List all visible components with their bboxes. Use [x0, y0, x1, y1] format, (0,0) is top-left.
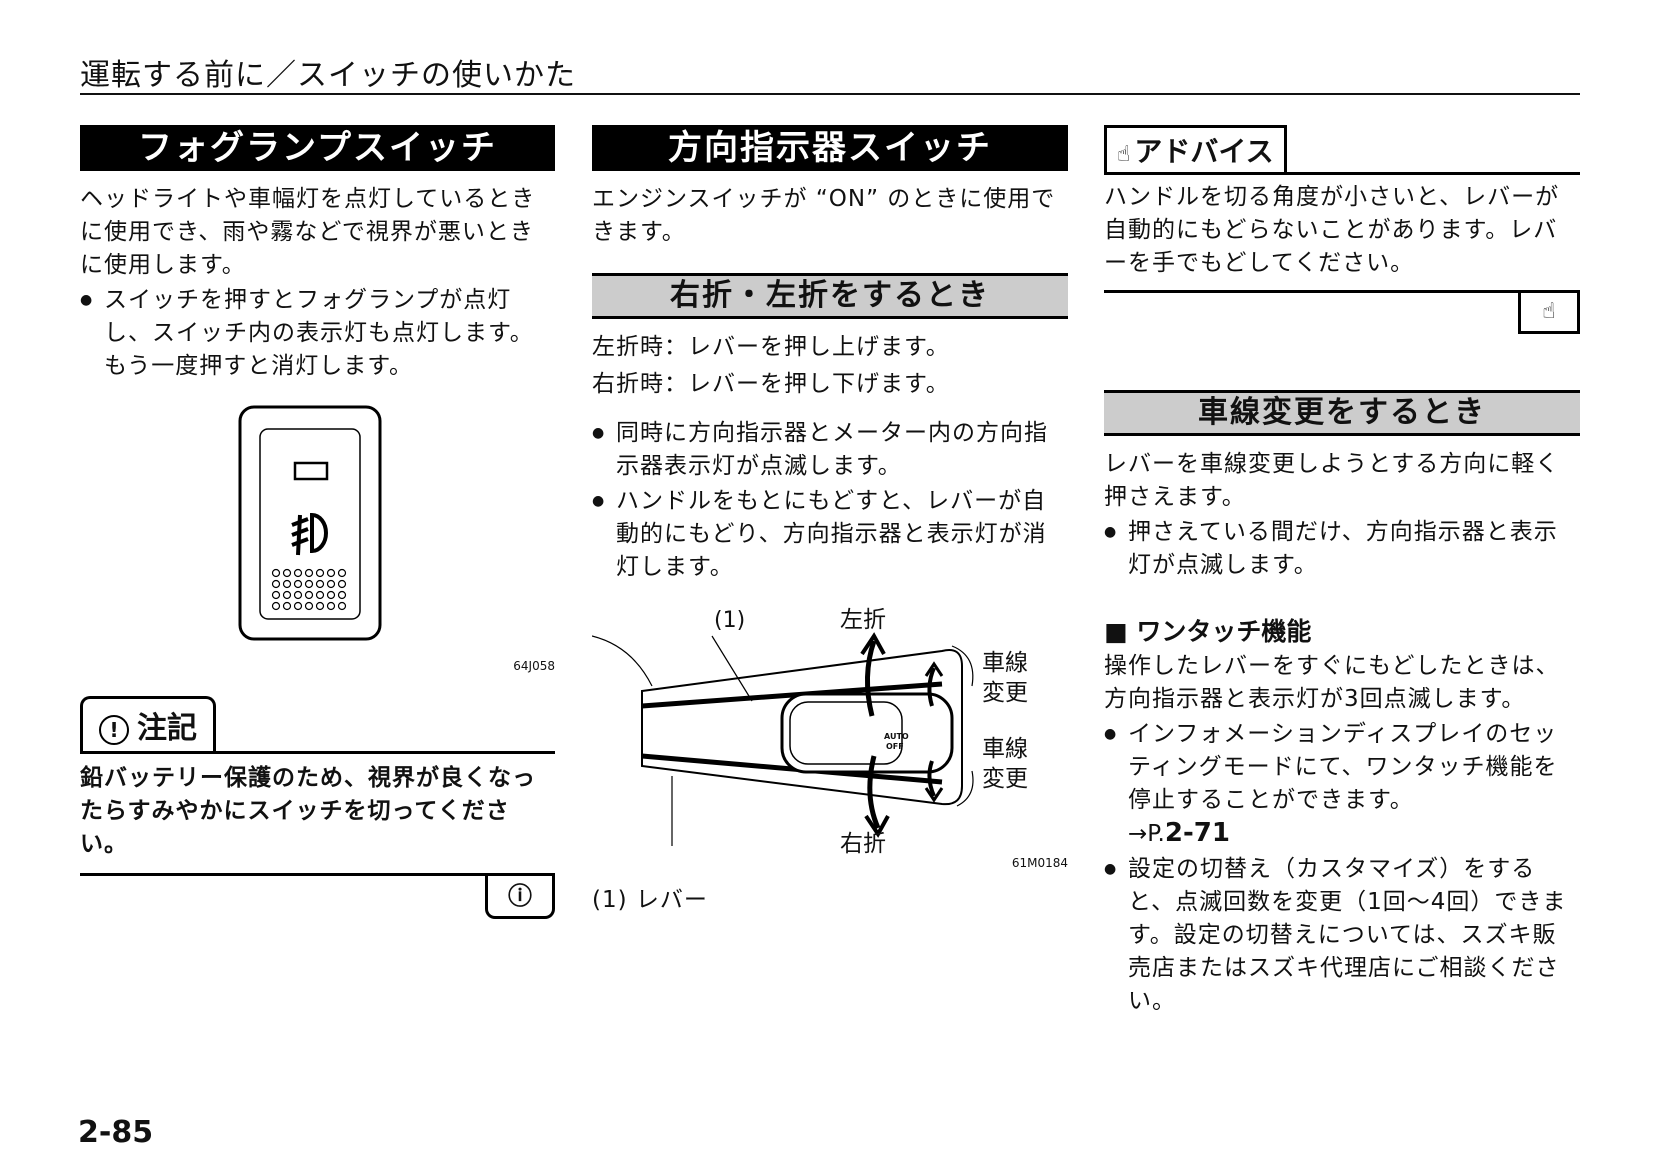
turn-signal-section: 方向指示器スイッチ エンジンスイッチが “ON” のときに使用できます。 右折・…	[591, 125, 1068, 917]
advice-rule-top	[1104, 172, 1580, 175]
fog-switch-figure: 64J058	[80, 403, 555, 678]
speaker-dots	[271, 568, 347, 611]
right-turn-label: 右折	[840, 831, 886, 857]
off-label: OFF	[886, 742, 904, 751]
turn-line-2: 右折時：レバーを押し下げます。	[592, 371, 950, 397]
lane-change-section: ☝アドバイス ハンドルを切る角度が小さいと、レバーが自動的にもどらないことがあり…	[1104, 125, 1580, 1018]
page-header-title: 運転する前に／スイッチの使いかた	[80, 58, 576, 93]
lane-bullet-2: インフォメーションディスプレイのセッティングモードにて、ワンタッチ機能を停止する…	[1104, 718, 1580, 817]
fog-lamp-section: フォグランプスイッチ ヘッドライトや車幅灯を点灯しているときに使用でき、雨や霧な…	[80, 125, 555, 919]
lever-figure: (1) 左折 右折 車線 変更 車線 変更 AUTO OFF 61M0184	[591, 606, 1068, 876]
page-number: 2-85	[78, 1115, 154, 1150]
advice-label: アドバイス	[1134, 135, 1274, 168]
lever-figure-code: 61M0184	[1011, 856, 1068, 870]
lane-change-label-1b: 変更	[982, 680, 1028, 706]
lane-change-label-2: 車線 変更	[982, 734, 1028, 794]
lane-change-label-1a: 車線	[982, 650, 1028, 676]
lever-illustration	[591, 632, 974, 846]
fog-bullet-1: スイッチを押すとフォグランプが点灯し、スイッチ内の表示灯も点灯します。もう一度押…	[80, 284, 555, 383]
turn-bullet-1: 同時に方向指示器とメーター内の方向指示器表示灯が点滅します。	[592, 417, 1068, 483]
fog-figure-code: 64J058	[513, 659, 555, 673]
page-reference-number[interactable]: 2-71	[1164, 818, 1230, 848]
one-touch-intro: 操作したレバーをすぐにもどしたときは、方向指示器と表示灯が3回点滅します。	[1104, 653, 1560, 712]
arrow-down-icon	[864, 755, 890, 838]
left-turn-label: 左折	[840, 607, 886, 633]
lane-change-label-1: 車線 変更	[982, 648, 1028, 708]
note-rule-top	[80, 751, 555, 754]
lever-caption: (1) レバー	[592, 887, 708, 913]
pointing-hand-end-icon: ☝	[1518, 293, 1580, 334]
fog-lamp-title: フォグランプスイッチ	[80, 125, 555, 171]
note-tab: ! 注記	[80, 696, 216, 751]
auto-label: AUTO	[884, 732, 909, 741]
turn-line-1: 左折時：レバーを押し上げます。	[592, 334, 950, 360]
fog-lamp-icon	[291, 512, 328, 556]
lane-intro: レバーを車線変更しようとする方向に軽く押さえます。	[1104, 451, 1560, 510]
advice-end: ☝	[1104, 293, 1580, 334]
turn-intro: エンジンスイッチが “ON” のときに使用できます。	[592, 186, 1056, 245]
one-touch-heading: ■ ワンタッチ機能	[1104, 617, 1312, 646]
note-box: ! 注記 鉛バッテリー保護のため、視界が良くなったらすみやかにスイッチを切ってくだ…	[80, 696, 555, 919]
note-text: 鉛バッテリー保護のため、視界が良くなったらすみやかにスイッチを切ってください。	[80, 765, 536, 857]
lane-bullet-3: 設定の切替え（カスタマイズ）をすると、点滅回数を変更（1回～4回）できます。設定…	[1104, 853, 1580, 1018]
exclamation-icon: !	[99, 714, 129, 745]
turn-signal-title: 方向指示器スイッチ	[592, 125, 1068, 171]
lane-change-label-2a: 車線	[982, 736, 1028, 762]
lane-arrow-up-icon	[924, 661, 944, 707]
lane-bullet-1: 押さえている間だけ、方向指示器と表示灯が点滅します。	[1104, 516, 1580, 582]
fog-intro: ヘッドライトや車幅灯を点灯しているときに使用でき、雨や霧などで視界が悪いときに使…	[80, 186, 536, 278]
page-reference-prefix: →P.	[1128, 821, 1165, 847]
header-rule	[80, 93, 1580, 95]
lane-change-title: 車線変更をするとき	[1104, 390, 1580, 436]
pointing-hand-icon: ☝	[1117, 142, 1131, 167]
advice-box: ☝アドバイス ハンドルを切る角度が小さいと、レバーが自動的にもどらないことがあり…	[1104, 125, 1580, 334]
advice-rule-bottom	[1104, 290, 1580, 293]
note-end: ⓘ	[80, 876, 555, 919]
turn-sub-title: 右折・左折をするとき	[592, 273, 1068, 319]
page-reference[interactable]: →P.2-71	[1104, 817, 1580, 851]
lane-change-label-2b: 変更	[982, 766, 1028, 792]
note-label: 注記	[137, 711, 197, 746]
lane-arrow-down-icon	[924, 760, 944, 803]
arrow-up-icon	[860, 632, 886, 717]
note-rule-bottom	[80, 873, 555, 876]
exclamation-end-icon: ⓘ	[485, 876, 555, 919]
fog-switch-illustration	[238, 405, 382, 641]
turn-bullet-2: ハンドルをもとにもどすと、レバーが自動的にもどり、方向指示器と表示灯が消灯します…	[592, 485, 1068, 584]
lever-callout: (1)	[714, 608, 746, 633]
advice-text: ハンドルを切る角度が小さいと、レバーが自動的にもどらないことがあります。レバーを…	[1104, 184, 1560, 276]
advice-tab: ☝アドバイス	[1104, 125, 1287, 172]
